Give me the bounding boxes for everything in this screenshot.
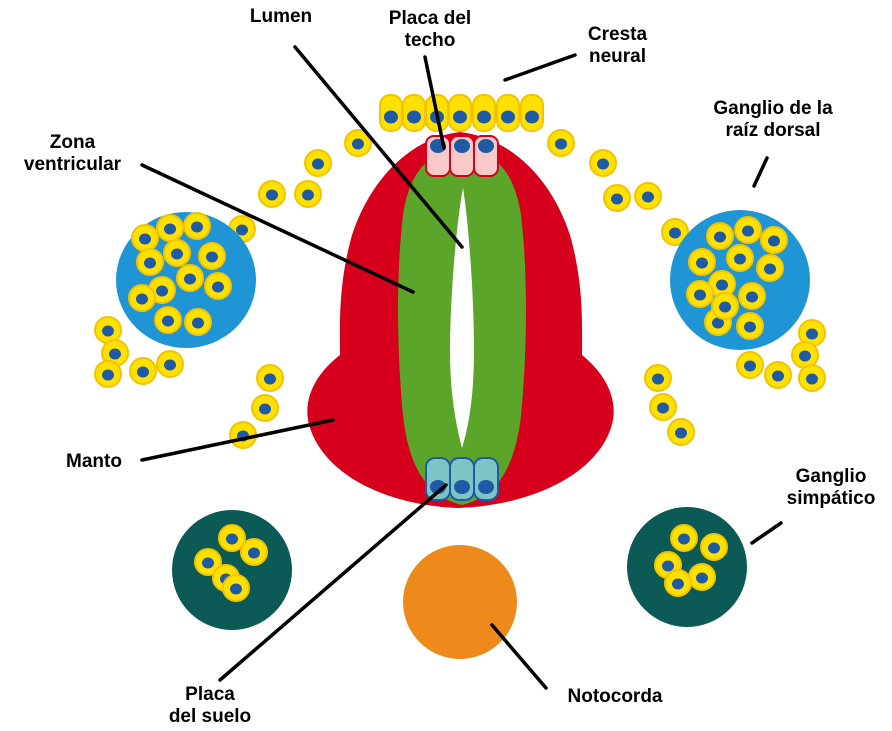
label-dorsal-root-ganglion: Ganglio de la raíz dorsal xyxy=(698,98,848,142)
dorsal-root-ganglion-right xyxy=(670,210,810,350)
dorsal-root-ganglion-left xyxy=(116,212,256,348)
label-floor-plate: Placa del suelo xyxy=(155,684,265,728)
label-ventricular-zone: Zona ventricular xyxy=(10,132,135,176)
roof-plate-cells xyxy=(426,136,498,176)
label-roof-plate: Placa del techo xyxy=(375,8,485,52)
notochord-leader xyxy=(492,625,546,688)
label-neural-crest: Cresta neural xyxy=(570,24,665,68)
label-notochord: Notocorda xyxy=(550,686,680,708)
sympathetic-ganglion-left xyxy=(172,510,292,630)
label-sympathetic-ganglion: Ganglio simpático xyxy=(775,466,887,510)
notochord-shape xyxy=(403,545,517,659)
dorsal-root-ganglion-leader xyxy=(754,158,767,186)
neural-crest-cells xyxy=(380,95,543,131)
label-lumen: Lumen xyxy=(236,6,326,28)
sympathetic-ganglion-right xyxy=(627,507,747,627)
label-mantle: Manto xyxy=(50,451,138,473)
neural-crest-leader xyxy=(505,55,575,80)
sympathetic-ganglion-leader xyxy=(752,523,781,543)
